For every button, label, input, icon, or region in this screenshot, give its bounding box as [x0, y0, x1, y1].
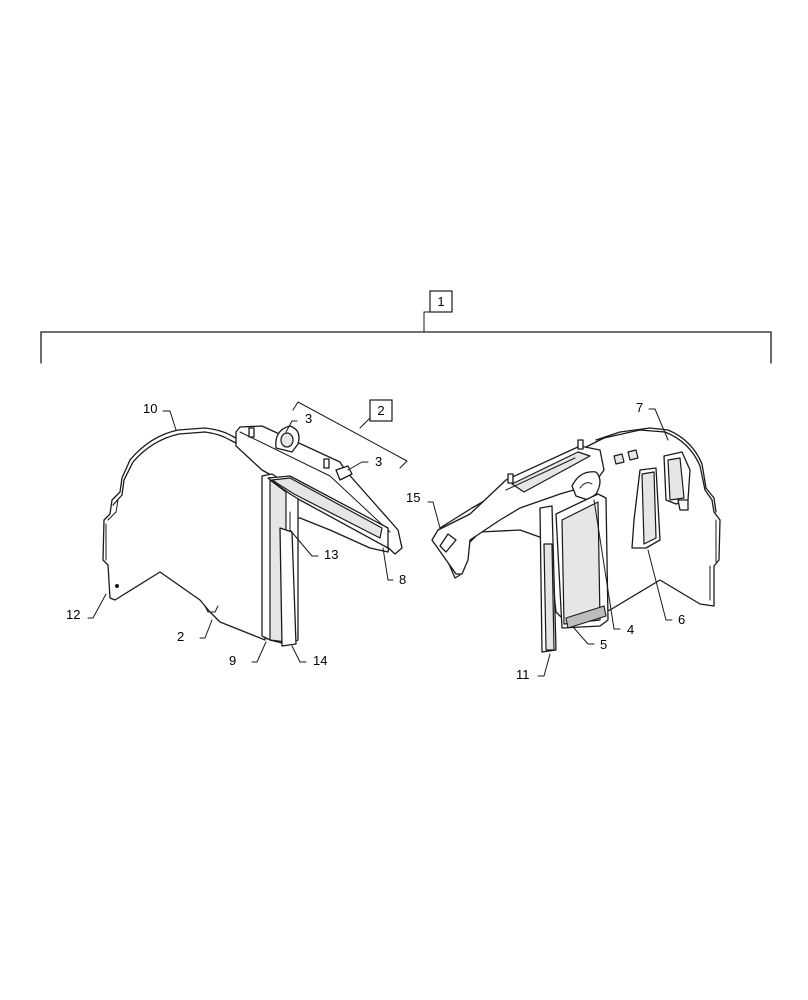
left-fender-panel [102, 427, 391, 641]
callout-13: 13 [324, 547, 338, 562]
callout-5: 5 [600, 637, 607, 652]
callout-11: 11 [516, 667, 530, 682]
right-fender-edge-trim [595, 427, 717, 513]
right-callouts: 7 15 4 6 5 11 [406, 400, 685, 682]
callout-2-left: 2 [177, 629, 184, 644]
callout-box-2 [369, 399, 393, 422]
callout-12: 12 [66, 607, 80, 622]
callout-9: 9 [229, 653, 236, 668]
callout-box-1 [429, 290, 453, 313]
clip-4 [571, 471, 601, 501]
callout-10: 10 [143, 401, 157, 416]
callout-3-lower: 3 [375, 454, 382, 469]
callout-7: 7 [636, 400, 643, 415]
left-upright-inner [279, 527, 297, 647]
callout-15: 15 [406, 490, 420, 505]
right-fender-assembly [431, 427, 721, 653]
callout-1: 1 [437, 294, 444, 309]
left-fender-assembly [102, 425, 403, 647]
callout-2-box: 2 [377, 403, 384, 418]
subassembly-2-bracket: 2 [292, 399, 408, 469]
callout-3-upper: 3 [305, 411, 312, 426]
callout-6: 6 [678, 612, 685, 627]
assembly-bracket: 1 [40, 290, 772, 364]
callout-4: 4 [627, 622, 634, 637]
callout-8: 8 [399, 572, 406, 587]
left-callouts: 10 3 3 13 8 12 2 9 14 [66, 401, 406, 668]
callout-14: 14 [313, 653, 327, 668]
